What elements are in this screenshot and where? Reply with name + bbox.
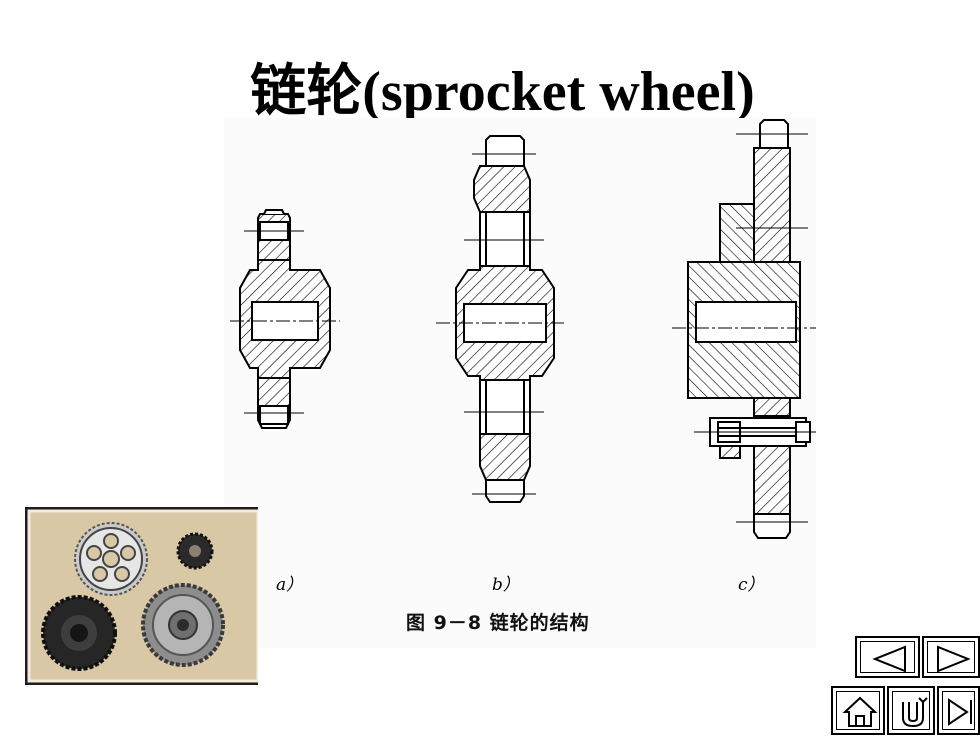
triangle-right-icon bbox=[937, 645, 971, 673]
triangle-left-icon bbox=[872, 645, 906, 673]
home-icon bbox=[842, 696, 878, 727]
drawing-b-label: b） bbox=[492, 575, 520, 595]
next-slide-button[interactable] bbox=[922, 636, 980, 678]
skip-to-end-icon bbox=[948, 698, 972, 726]
drawing-b bbox=[436, 135, 564, 503]
drawing-a bbox=[230, 209, 340, 429]
sprockets-photo bbox=[25, 507, 258, 685]
slide-title: 链轮(sprocket wheel) bbox=[250, 61, 755, 123]
drawing-c-label: c） bbox=[738, 575, 765, 595]
previous-slide-button[interactable] bbox=[855, 636, 920, 678]
return-button[interactable] bbox=[887, 686, 935, 735]
drawing-a-label: a） bbox=[276, 575, 304, 595]
sprocket-structure-figure: a） b） c） bbox=[224, 118, 816, 648]
figure-caption: 图 9－8 链轮的结构 bbox=[406, 612, 590, 634]
home-button[interactable] bbox=[831, 686, 885, 735]
return-icon bbox=[902, 697, 928, 728]
sprocket-section-drawings bbox=[230, 119, 816, 539]
drawing-c bbox=[672, 119, 816, 539]
last-slide-button[interactable] bbox=[937, 686, 980, 735]
